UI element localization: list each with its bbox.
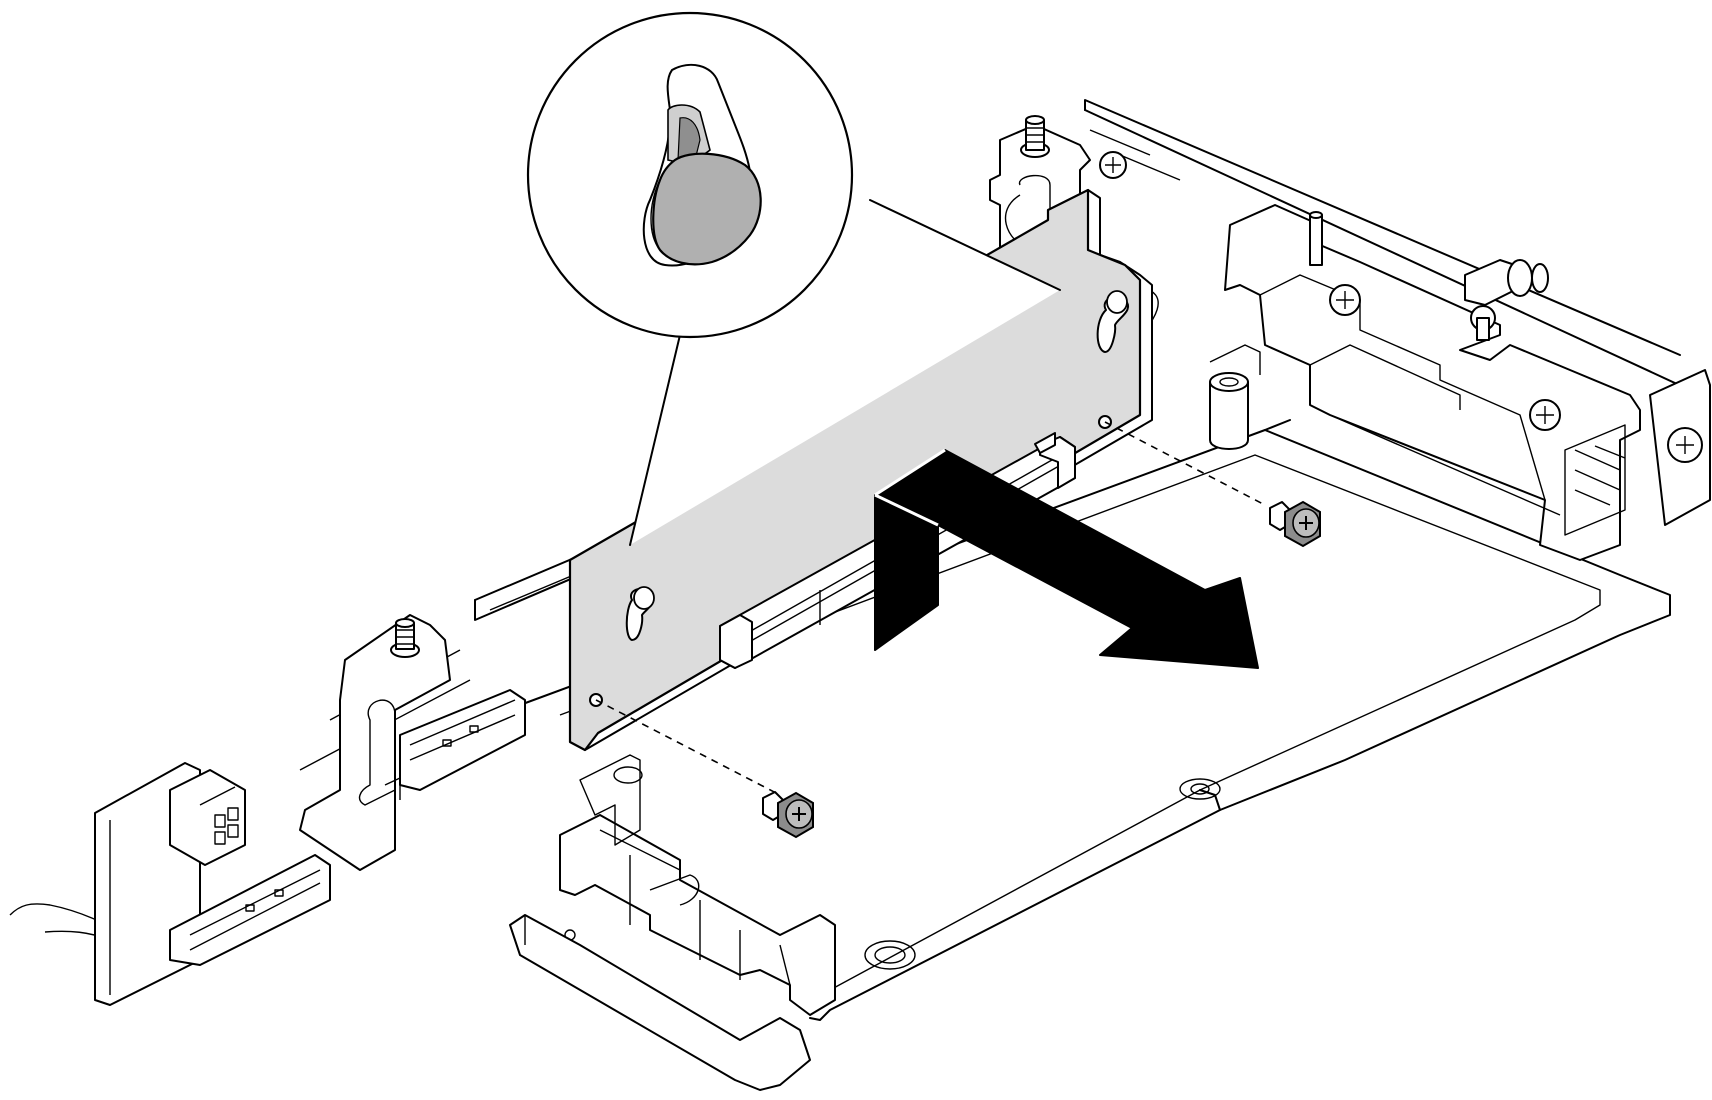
riser-bracket-front bbox=[509, 754, 836, 1091]
riser-bracket-rear bbox=[989, 115, 1711, 561]
left-connector-assembly bbox=[94, 614, 526, 1006]
screw bbox=[762, 791, 814, 839]
direction-arrow bbox=[874, 448, 1259, 669]
screw bbox=[1269, 500, 1321, 548]
magnified-callout bbox=[526, 11, 1061, 546]
screw-guides bbox=[595, 421, 1266, 796]
